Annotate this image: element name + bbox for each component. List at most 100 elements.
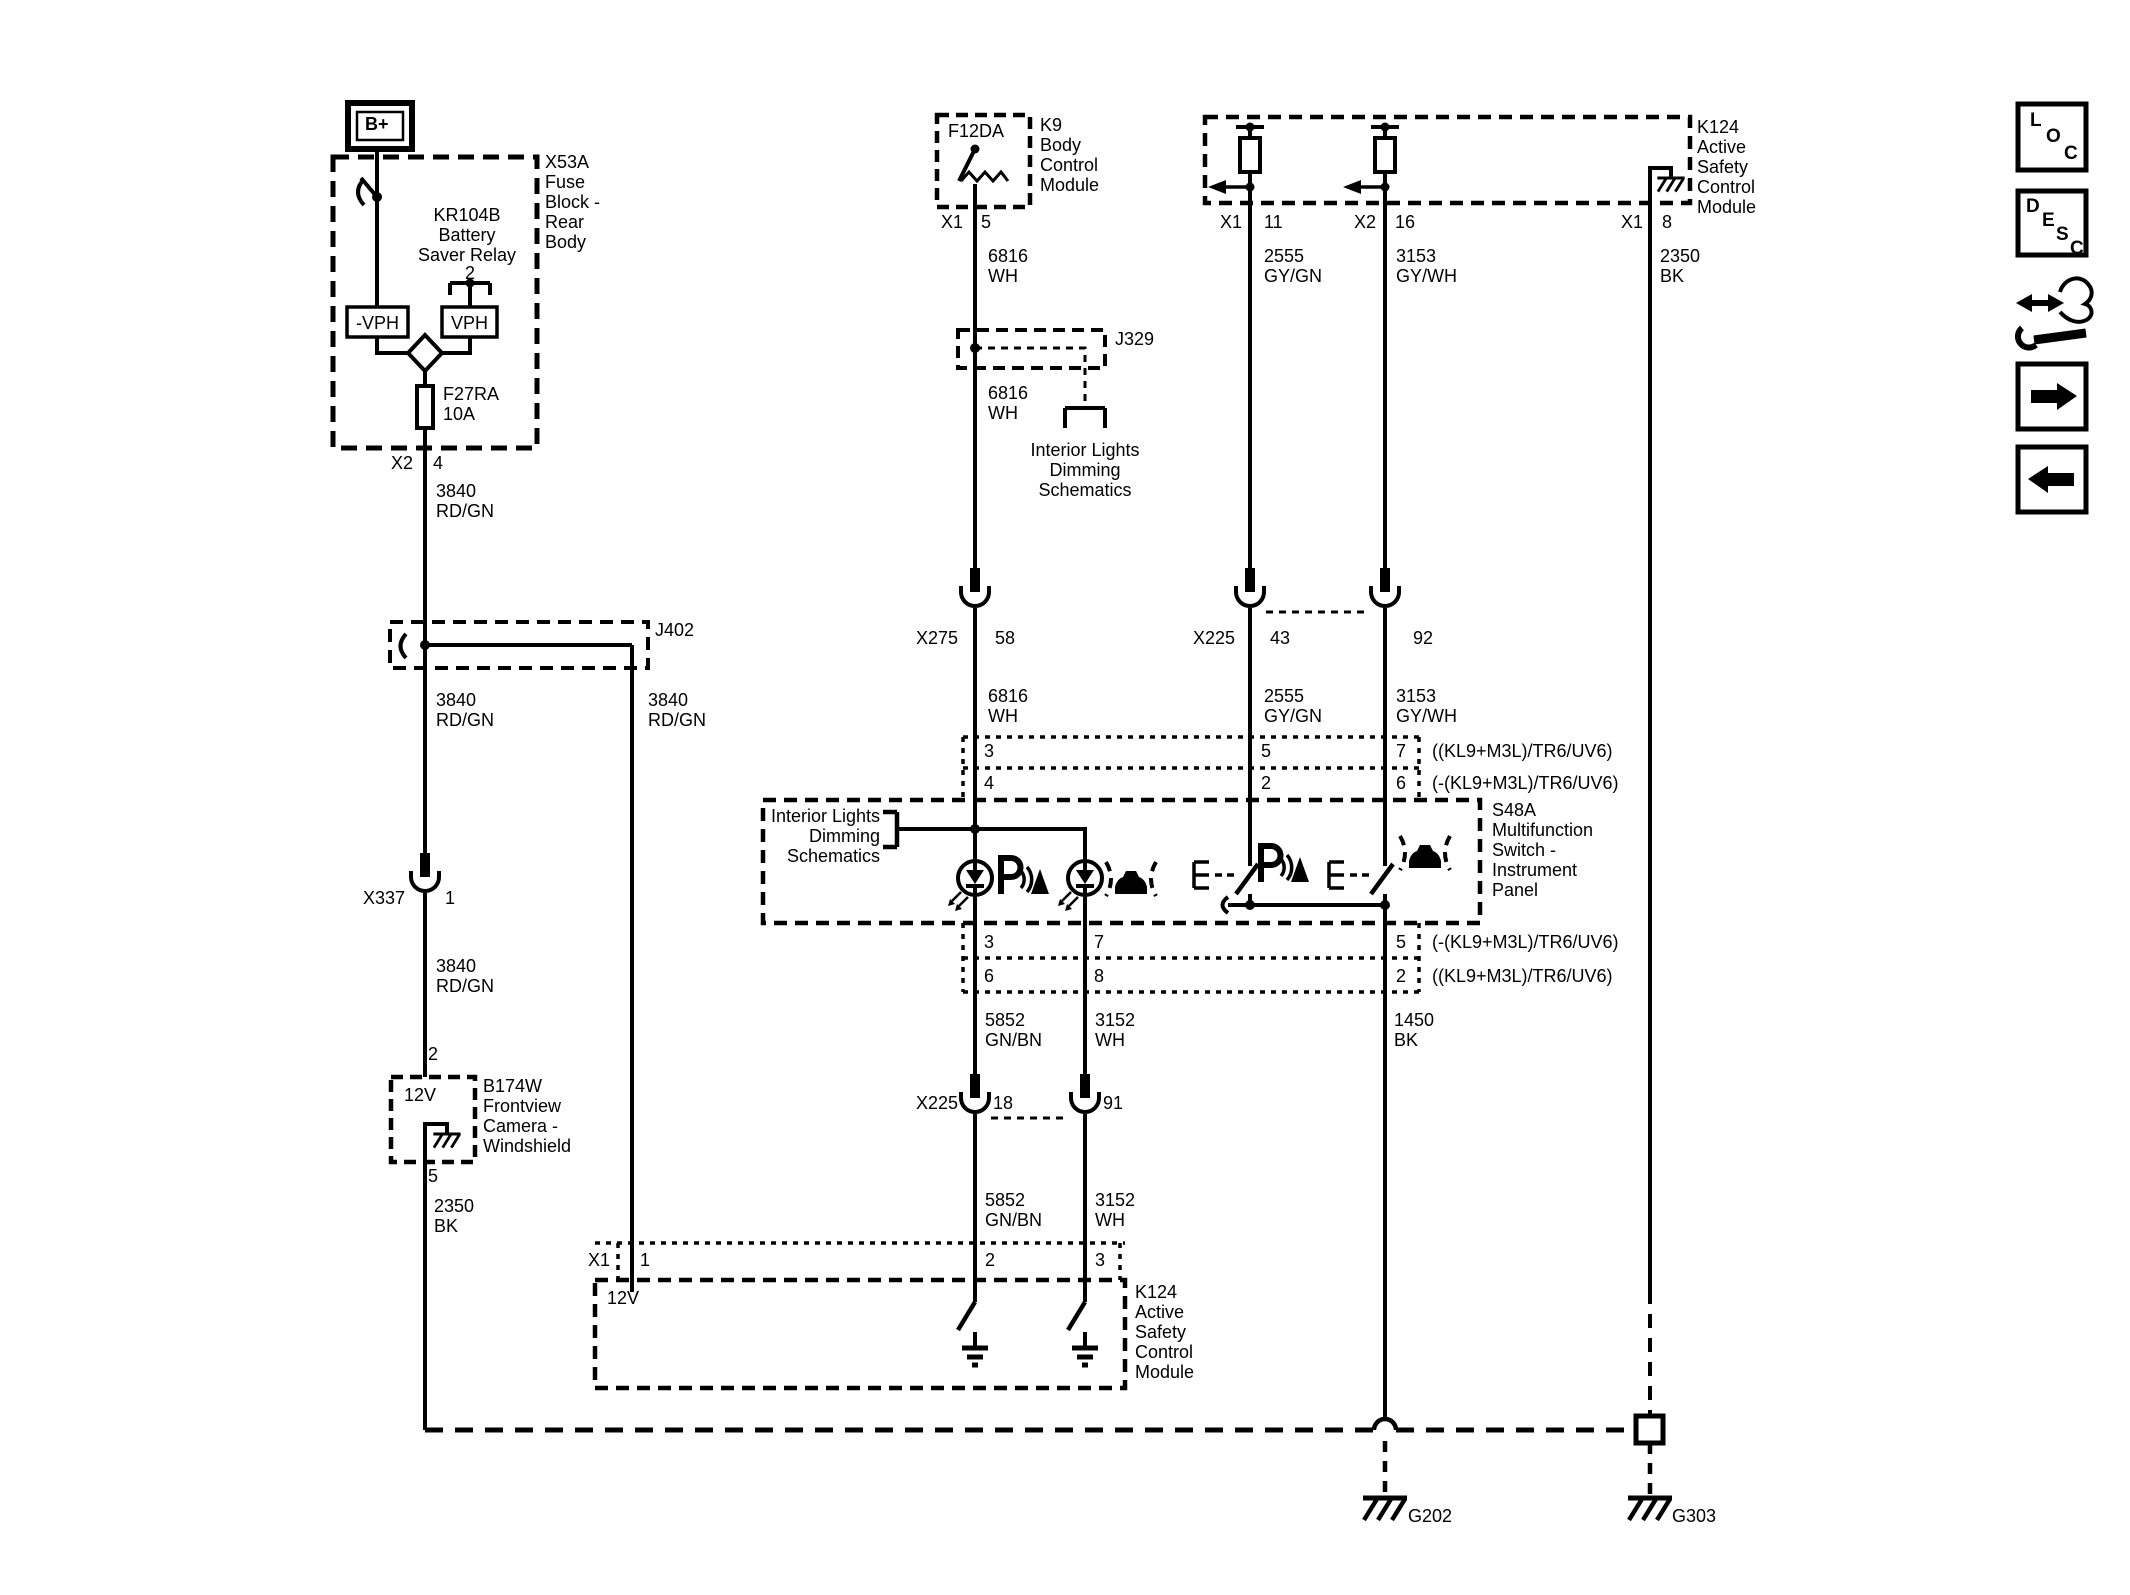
relay-label: KR104B Battery Saver Relay — [417, 205, 517, 265]
dimming-ref-label: Interior Lights Dimming Schematics — [1030, 440, 1140, 500]
connector-x225-upper — [1234, 566, 1401, 614]
wire-label-5852-a: 5852 GN/BN — [985, 1010, 1043, 1050]
x225-upper-pin2: 92 — [1413, 628, 1434, 648]
wire-label-2350-cam: 2350 BK — [434, 1196, 475, 1236]
desc-letter-2: E — [2042, 210, 2055, 231]
wire-label-3840-d: 3840 RD/GN — [436, 956, 494, 996]
strip-bot-r1p2: 7 — [1094, 932, 1105, 952]
strip-bot-r1p3: 5 — [1396, 932, 1407, 952]
ascm-bot-pin1: 1 — [640, 1250, 651, 1270]
desc-button[interactable] — [2015, 188, 2089, 258]
loc-letter-3: C — [2064, 143, 2078, 164]
g303-label: G303 — [1672, 1506, 1717, 1526]
offpage-ref-bracket — [1063, 406, 1107, 428]
bcm-label: K9 Body Control Module — [1040, 115, 1100, 195]
ascm-conn1: X1 — [1219, 212, 1242, 232]
s48a-box — [760, 797, 1483, 926]
loc-letter-1: L — [2030, 110, 2042, 131]
camera-internal: 12V — [404, 1085, 437, 1105]
lane-assist-switch — [1327, 860, 1395, 896]
strip-top-r1p3: 7 — [1396, 741, 1407, 761]
wire-label-3153-a: 3153 GY/WH — [1396, 246, 1457, 286]
strip-top-r2p1: 4 — [984, 773, 995, 793]
back-button[interactable] — [2015, 444, 2089, 515]
vph-pos-label: VPH — [450, 313, 488, 333]
strip-bot-r2p2: 8 — [1094, 966, 1105, 986]
splice-j402-label: J402 — [655, 620, 695, 640]
wire-label-6816-a: 6816 WH — [988, 246, 1029, 286]
wire-label-3840-b: 3840 RD/GN — [436, 690, 494, 730]
strip-bot-r2p1: 6 — [984, 966, 995, 986]
strip-bot-r1p1: 3 — [984, 932, 995, 952]
s48a-connector-strips-bottom — [961, 923, 1421, 994]
x225-lower-label: X225 — [915, 1093, 958, 1113]
g202-label: G202 — [1408, 1506, 1453, 1526]
x225-lower-pin1: 18 — [993, 1093, 1014, 1113]
camera-pin-out: 5 — [428, 1166, 439, 1186]
ascm-pin1: 11 — [1264, 212, 1283, 232]
ground-g303 — [1628, 1443, 1672, 1520]
wire-label-2555-a: 2555 GY/GN — [1264, 246, 1323, 286]
b-plus-label: B+ — [365, 114, 389, 134]
fuse-block-x53a — [330, 149, 540, 451]
wire-label-3840-a: 3840 RD/GN — [436, 481, 494, 521]
ascm-bot-conn: X1 — [587, 1250, 610, 1270]
ground-run — [425, 1413, 1666, 1446]
vph-neg-label: -VPH — [355, 313, 399, 333]
ascm-bottom-label: K124 Active Safety Control Module — [1135, 1282, 1195, 1382]
ascm-internal-ground — [1648, 166, 1687, 203]
fuse-block-label: X53A Fuse Block - Rear Body — [545, 152, 601, 252]
connector-x275 — [959, 566, 991, 608]
led-driver-switch-2 — [1066, 1300, 1098, 1365]
ground-g202 — [1363, 1441, 1407, 1520]
dimming-ref-bracket — [883, 809, 900, 850]
strip-top-r2p3: 6 — [1396, 773, 1407, 793]
strip-top-r1p2: 5 — [1261, 741, 1272, 761]
loc-letter-2: O — [2046, 126, 2061, 147]
x225-lower-pin2: 91 — [1103, 1093, 1124, 1113]
x337-label: X337 — [362, 888, 405, 908]
splice-j329-label: J329 — [1115, 329, 1155, 349]
desc-letter-3: S — [2056, 224, 2069, 245]
wire-hop — [1371, 1416, 1399, 1431]
fuse-label: F27RA 10A — [443, 384, 500, 424]
ascm-conn2: X2 — [1353, 212, 1376, 232]
x53a-conn: X2 — [390, 453, 413, 473]
park-assist-backlight-led — [946, 852, 994, 913]
strip-top-r2p2: 2 — [1261, 773, 1272, 793]
x225-upper-label: X225 — [1192, 628, 1235, 648]
loc-button[interactable] — [2015, 101, 2089, 173]
bcm-pin: 5 — [981, 212, 992, 232]
splice-j329 — [956, 328, 1107, 428]
ascm-pin2: 16 — [1395, 212, 1416, 232]
pullup-resistor-1 — [1208, 122, 1264, 203]
wire-label-3152-b: 3152 WH — [1095, 1190, 1136, 1230]
lane-assist-backlight-led — [1056, 852, 1104, 913]
wire-label-3153-b: 3153 GY/WH — [1396, 686, 1457, 726]
splice-j402 — [388, 620, 650, 670]
s48a-dimming-ref: Interior Lights Dimming Schematics — [770, 806, 880, 866]
connector-x225-lower — [959, 1072, 1101, 1120]
lane-assist-icon-2 — [1398, 834, 1452, 872]
ascm-conn3: X1 — [1620, 212, 1643, 232]
desc-letter-1: D — [2026, 196, 2040, 217]
ascm-top-box — [1202, 114, 1693, 206]
sidebar-icons — [2015, 101, 2094, 515]
x275-pin: 58 — [995, 628, 1016, 648]
strip-bot-r2p3: 2 — [1396, 966, 1407, 986]
x53a-pin: 4 — [433, 453, 444, 473]
led-driver-switch-1 — [956, 1300, 988, 1365]
strip-top-r2note: (-(KL9+M3L)/TR6/UV6) — [1432, 773, 1619, 793]
wire-label-5852-b: 5852 GN/BN — [985, 1190, 1043, 1230]
strip-top-r1p1: 3 — [984, 741, 995, 761]
camera-internal-ground-icon — [431, 1132, 463, 1150]
connector-x337 — [409, 851, 441, 893]
pullup-resistor-2 — [1343, 122, 1399, 203]
strip-top-r1note: ((KL9+M3L)/TR6/UV6) — [1432, 741, 1613, 761]
bcm-fuse-label: F12DA — [948, 121, 1005, 141]
s48a-label: S48A Multifunction Switch - Instrument P… — [1492, 800, 1594, 900]
repair-tool-icon[interactable] — [2015, 276, 2094, 351]
next-button[interactable] — [2015, 361, 2089, 432]
